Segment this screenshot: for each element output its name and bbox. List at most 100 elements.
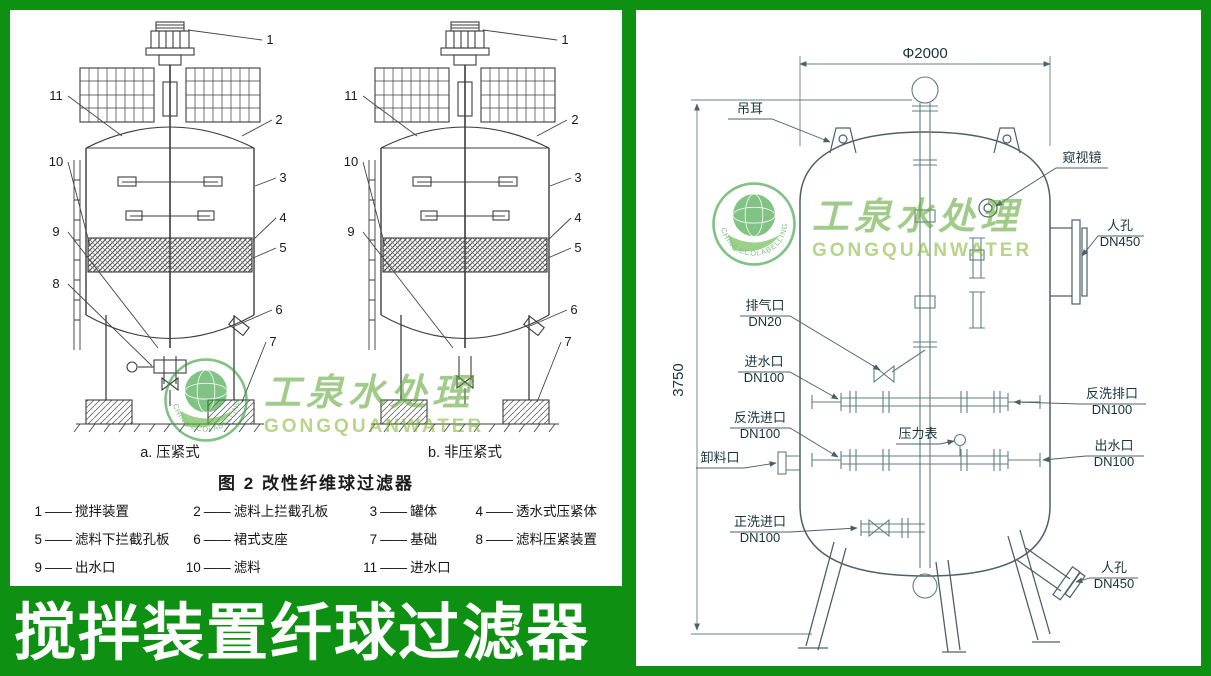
- legend-item: 4——透水式压紧体: [475, 504, 597, 519]
- figure-caption: 图 2 改性纤维球过滤器: [218, 474, 414, 493]
- page-title: 搅拌装置纤球过滤器: [14, 600, 591, 668]
- support-legs: [798, 529, 1060, 653]
- tank-body: [798, 127, 1088, 653]
- label-sight-glass: 窥视镜: [1062, 150, 1101, 165]
- legend-item: 3——罐体: [369, 504, 438, 519]
- left-panel: 1 2 3 4 5 6 7 11 10 9 8: [10, 10, 622, 586]
- callout-11: 11: [344, 88, 358, 103]
- foundation-right-a: [207, 399, 255, 425]
- label-leaders: [696, 118, 1146, 583]
- forward-wash-pipe: [860, 518, 925, 538]
- foundation-left-b: [380, 399, 428, 425]
- filter-media-band-b: [382, 237, 548, 273]
- discharge-nozzle: [777, 451, 800, 475]
- label-manhole-top-dn: DN450: [1100, 234, 1140, 249]
- legend-item: 6——裙式支座: [193, 532, 288, 547]
- legend-item: 5——滤料下拦截孔板: [34, 532, 170, 547]
- callout-5: 5: [279, 240, 286, 255]
- sight-glass-fitting: [978, 198, 998, 218]
- foundation-left-a: [85, 399, 133, 425]
- label-pressure-gauge: 压力表: [898, 426, 937, 441]
- dimensions: [691, 56, 1051, 635]
- legend-item: 11——进水口: [363, 560, 451, 575]
- callout-7: 7: [564, 334, 571, 349]
- legend-item: 2——滤料上拦截孔板: [193, 504, 329, 519]
- top-cage-left-b: [374, 67, 450, 123]
- label-inlet: 进水口: [744, 354, 783, 369]
- callout-5: 5: [574, 240, 581, 255]
- nozzle-labels: 吊耳 窥视镜 人孔 DN450 排气口 DN20 进水口 DN100 反洗进口 …: [700, 101, 1140, 591]
- label-backwash-out: 反洗排口: [1086, 386, 1138, 401]
- top-cage-right-b: [480, 67, 556, 123]
- skirt-support-b: [400, 315, 530, 400]
- top-cage-right-a: [185, 67, 261, 123]
- bottom-flange: [912, 573, 938, 599]
- callout-6: 6: [275, 302, 282, 317]
- side-ladder-b: [368, 160, 376, 350]
- side-nozzle-a: [228, 315, 250, 337]
- ground-hatch-b: [368, 423, 556, 433]
- label-forward-wash-dn: DN100: [740, 530, 780, 545]
- label-inlet-dn: DN100: [744, 370, 784, 385]
- callout-9: 9: [347, 224, 354, 239]
- motor-a: [145, 21, 195, 66]
- callout-7: 7: [269, 334, 276, 349]
- figure2-drawing: 1 2 3 4 5 6 7 11 10 9 8: [49, 21, 582, 461]
- height-dimension: 3750: [670, 363, 687, 396]
- legend: 1——搅拌装置 2——滤料上拦截孔板 3——罐体 4——透水式压紧体 5——滤料…: [10, 494, 622, 576]
- motor-b: [440, 21, 490, 66]
- label-vent-dn: DN20: [748, 314, 781, 329]
- label-vent: 排气口: [745, 298, 784, 313]
- callout-3: 3: [574, 170, 581, 185]
- right-panel: Φ2000 3750: [636, 10, 1201, 666]
- label-discharge: 卸料口: [700, 450, 739, 465]
- label-forward-wash: 正洗进口: [734, 514, 786, 529]
- callout-2: 2: [571, 112, 578, 127]
- side-nozzle-b: [523, 315, 545, 337]
- manifold-row-upper: [811, 391, 1041, 413]
- vessel-a-drawing: [73, 21, 264, 433]
- bottom-outlet-assembly-b: [456, 356, 474, 404]
- right-internal-pipe: [969, 237, 985, 329]
- dome-b: [380, 126, 550, 149]
- callout-numbers-a: 1 2 3 4 5 6 7 11 10 9 8: [49, 32, 287, 349]
- manhole-bottom-fitting: [1016, 547, 1086, 601]
- callout-8: 8: [52, 276, 59, 291]
- label-outlet: 出水口: [1094, 438, 1133, 453]
- legend-item: 1——搅拌装置: [34, 504, 129, 519]
- pressure-gauge-fitting: [953, 433, 967, 456]
- manifold-row-lower: [811, 449, 1041, 471]
- internal-piping: [777, 76, 1041, 599]
- agitator-paddles-b: [412, 176, 518, 221]
- callout-numbers-b: 1 2 3 4 5 6 7 11 10 9: [344, 32, 582, 349]
- callout-9: 9: [52, 224, 59, 239]
- top-cage-left-a: [79, 67, 155, 123]
- callout-11: 11: [49, 88, 63, 103]
- callout-3: 3: [279, 170, 286, 185]
- legend-item: 7——基础: [369, 532, 438, 547]
- callout-6: 6: [570, 302, 577, 317]
- callout-2: 2: [275, 112, 282, 127]
- label-backwash-in: 反洗进口: [734, 410, 786, 425]
- label-manhole-bottom-dn: DN450: [1094, 576, 1134, 591]
- side-ladder-a: [73, 160, 81, 350]
- agitator-paddles-a: [117, 176, 223, 221]
- label-manhole-top: 人孔: [1107, 218, 1133, 233]
- callout-1: 1: [561, 32, 568, 47]
- shaft-coupling-b: [457, 81, 473, 117]
- callout-10: 10: [49, 154, 63, 169]
- bottom-outlet-assembly-a: [126, 356, 187, 406]
- callout-4: 4: [574, 210, 581, 225]
- lifting-lug-right: [993, 127, 1021, 154]
- diameter-dimension: Φ2000: [902, 45, 947, 62]
- callout-1: 1: [266, 32, 273, 47]
- label-backwash-in-dn: DN100: [740, 426, 780, 441]
- lifting-lug-left: [829, 127, 857, 154]
- shaft-coupling-a: [162, 81, 178, 117]
- vent-valve: [873, 349, 926, 384]
- ground-hatch-a: [73, 423, 261, 433]
- legend-item: 8——滤料压紧装置: [475, 532, 597, 547]
- caption-type-a: a. 压紧式: [140, 444, 200, 461]
- vessel-b-drawing: [368, 21, 559, 433]
